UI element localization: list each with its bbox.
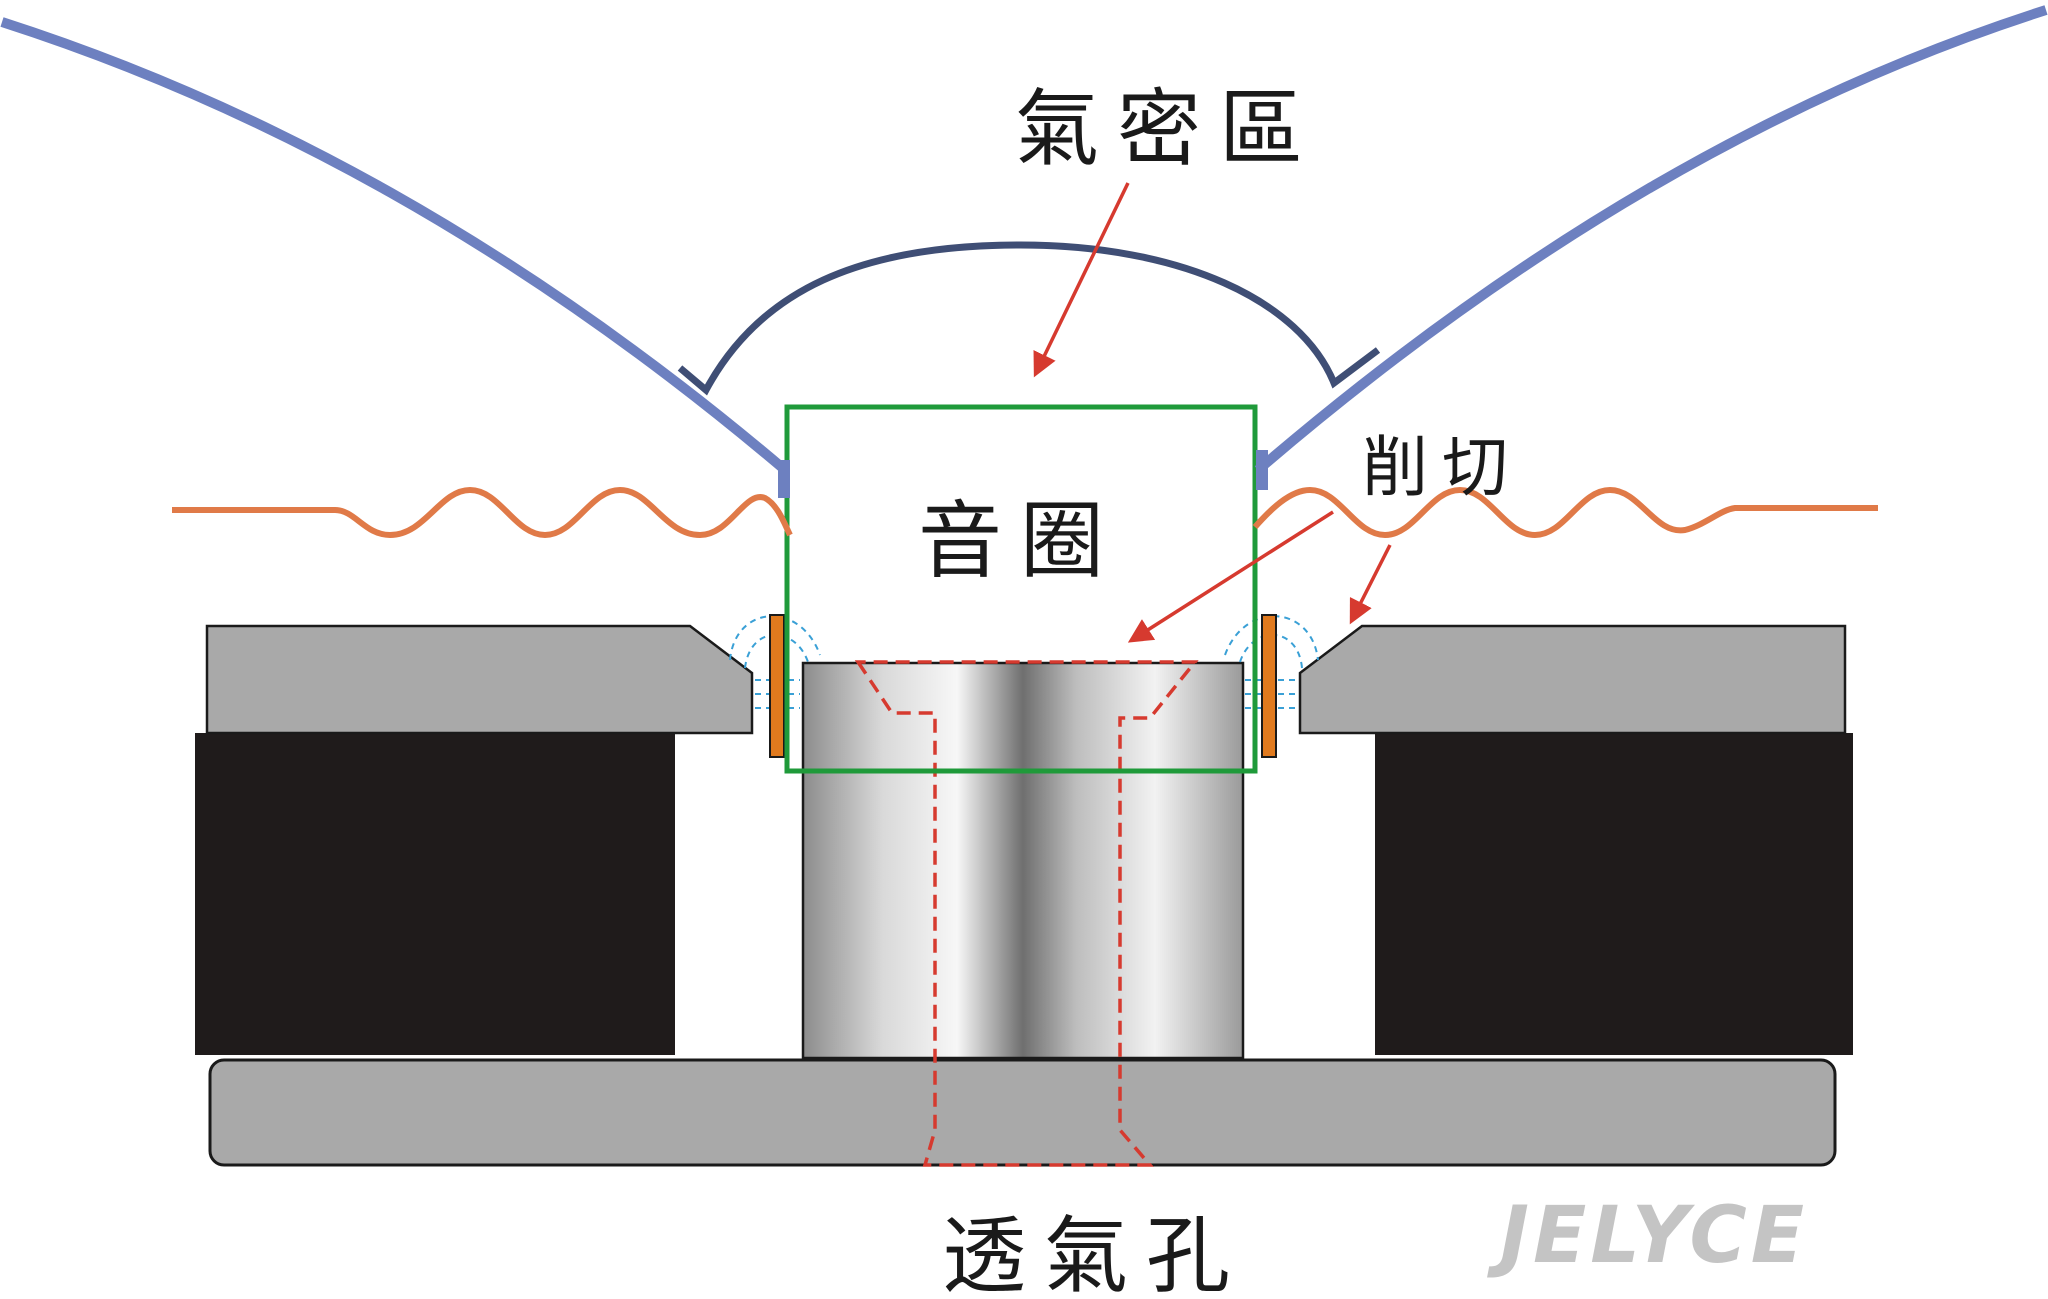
dust-cap xyxy=(677,241,1381,396)
coil-winding-left xyxy=(769,614,785,758)
magnet-left xyxy=(195,733,675,1055)
cone-left-lip xyxy=(778,460,790,498)
label-voice-coil: 音圈 xyxy=(918,492,1122,590)
top-plate-left xyxy=(205,624,754,735)
label-airtight-zone: 氣密區 xyxy=(1015,80,1321,178)
cone-right xyxy=(1254,5,2048,474)
voice-coil-former xyxy=(784,404,1258,774)
coil-winding-right xyxy=(1261,614,1277,758)
top-plate-right xyxy=(1298,624,1847,735)
back-plate xyxy=(208,1058,1837,1167)
spider-left xyxy=(172,486,793,539)
cone-left xyxy=(0,17,789,474)
pole-piece xyxy=(801,661,1245,1060)
cone-right-lip xyxy=(1256,450,1268,490)
label-cut: 削切 xyxy=(1362,429,1522,506)
magnet-right xyxy=(1375,733,1853,1055)
arrow-cut-outer xyxy=(1349,544,1392,625)
label-vent-hole: 透氣孔 xyxy=(942,1207,1248,1299)
spider-right xyxy=(1252,486,1878,539)
vent-hole-outline xyxy=(854,660,1199,1167)
arrow-airtight-zone xyxy=(1033,182,1130,378)
arrow-cut-inner xyxy=(1127,510,1334,643)
watermark-logo: JELYCE xyxy=(1487,1191,1808,1281)
